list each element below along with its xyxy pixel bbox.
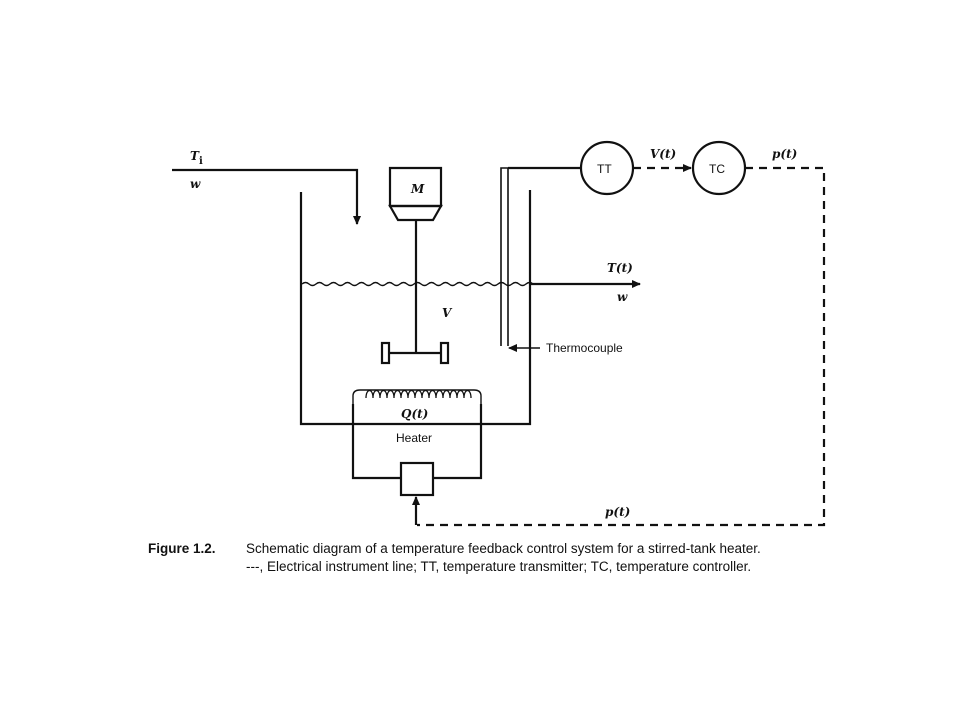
- caption-line-1: Schematic diagram of a temperature feedb…: [246, 541, 761, 556]
- impeller-blade-right: [439, 341, 450, 365]
- thermocouple-label: Thermocouple: [546, 341, 623, 355]
- figure-caption: Figure 1.2. Schematic diagram of a temper…: [148, 540, 908, 576]
- motor-label: M: [410, 182, 425, 196]
- inlet-temp-subscript: i: [199, 156, 203, 167]
- inlet-temp-label: Ti: [190, 149, 203, 167]
- controller-output-bottom-label: p(t): [605, 505, 630, 519]
- outlet-temp-label: T(t): [607, 261, 633, 275]
- controller-output-line: [417, 166, 826, 527]
- volume-label: V: [442, 306, 453, 320]
- figure-number: Figure 1.2.: [148, 541, 216, 556]
- controller-output-top-label: p(t): [772, 147, 797, 161]
- final-control-element: [399, 461, 435, 497]
- tc-label: TC: [709, 162, 725, 176]
- impeller-blade-left: [380, 341, 391, 365]
- caption-line-2: ---, Electrical instrument line; TT, tem…: [246, 559, 752, 574]
- thermocouple-probe: [500, 167, 509, 346]
- inlet-flow-label: w: [190, 177, 201, 191]
- transmitter-signal-label: V(t): [650, 147, 676, 161]
- heater-circuit: [351, 424, 483, 480]
- heat-label: Q(t): [401, 407, 428, 421]
- tt-label: TT: [597, 162, 612, 176]
- tank-wall: [299, 190, 532, 426]
- liquid-surface: [301, 281, 534, 287]
- heater-label: Heater: [396, 431, 432, 445]
- outlet-flow-label: w: [617, 290, 628, 304]
- inlet-pipe: [172, 168, 361, 225]
- motor-base: [388, 204, 443, 222]
- heater-coil-loops: [365, 389, 472, 399]
- heater-coil: [352, 389, 482, 404]
